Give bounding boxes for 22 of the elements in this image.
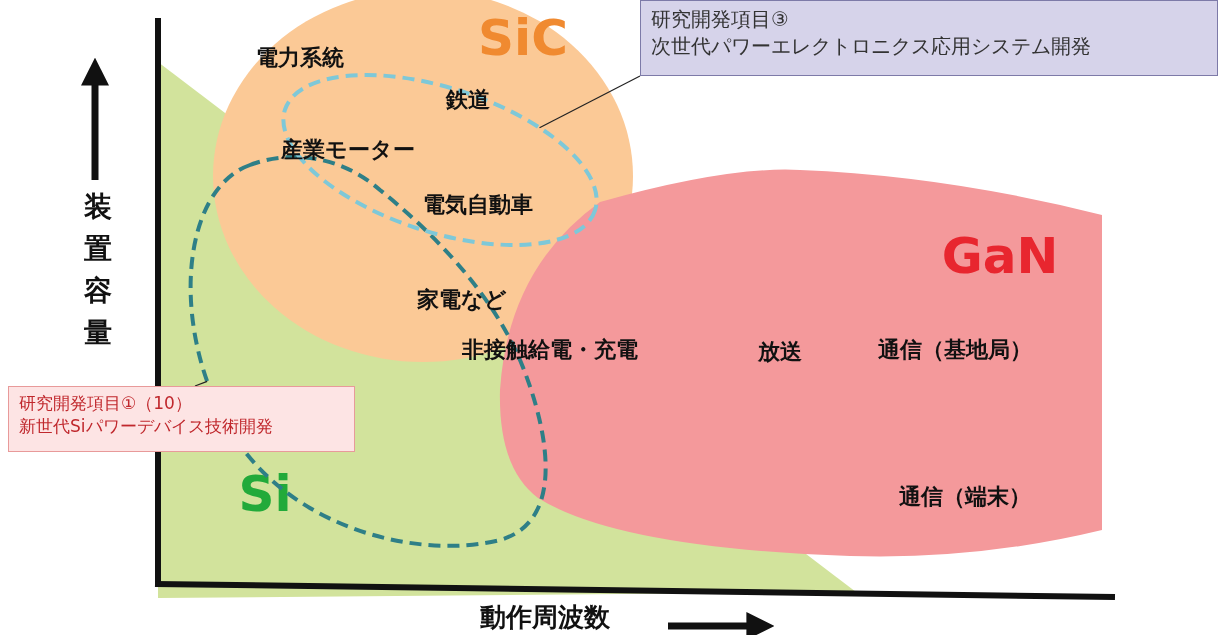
application-label: 家電など (417, 286, 507, 314)
callout-text: 新世代Siパワーデバイス技術開発 (19, 414, 273, 438)
region-label: GaN (941, 227, 1059, 285)
leader-line (194, 380, 208, 387)
application-label: 電気自動車 (423, 191, 533, 219)
application-label: 電力系統 (256, 44, 344, 72)
region-label: Si (238, 465, 292, 523)
application-label: 通信（基地局） (878, 336, 1032, 364)
application-label: 鉄道 (446, 86, 490, 114)
callout-text: 次世代パワーエレクトロニクス応用システム開発 (651, 33, 1091, 60)
callout-text: 研究開発項目①（10） (19, 392, 192, 415)
leader-line (538, 75, 641, 129)
axis-label: 動作周波数 (480, 600, 610, 634)
callout-text: 研究開発項目③ (651, 6, 789, 33)
region-label: SiC (478, 9, 568, 67)
application-label: 産業モーター (281, 136, 415, 164)
application-label: 放送 (758, 338, 802, 366)
application-label: 通信（端末） (899, 483, 1031, 511)
application-label: 非接触給電・充電 (462, 336, 638, 364)
axis-label: 装置容量 (83, 189, 113, 351)
callout-box (640, 0, 1218, 76)
callout-box (8, 386, 355, 452)
